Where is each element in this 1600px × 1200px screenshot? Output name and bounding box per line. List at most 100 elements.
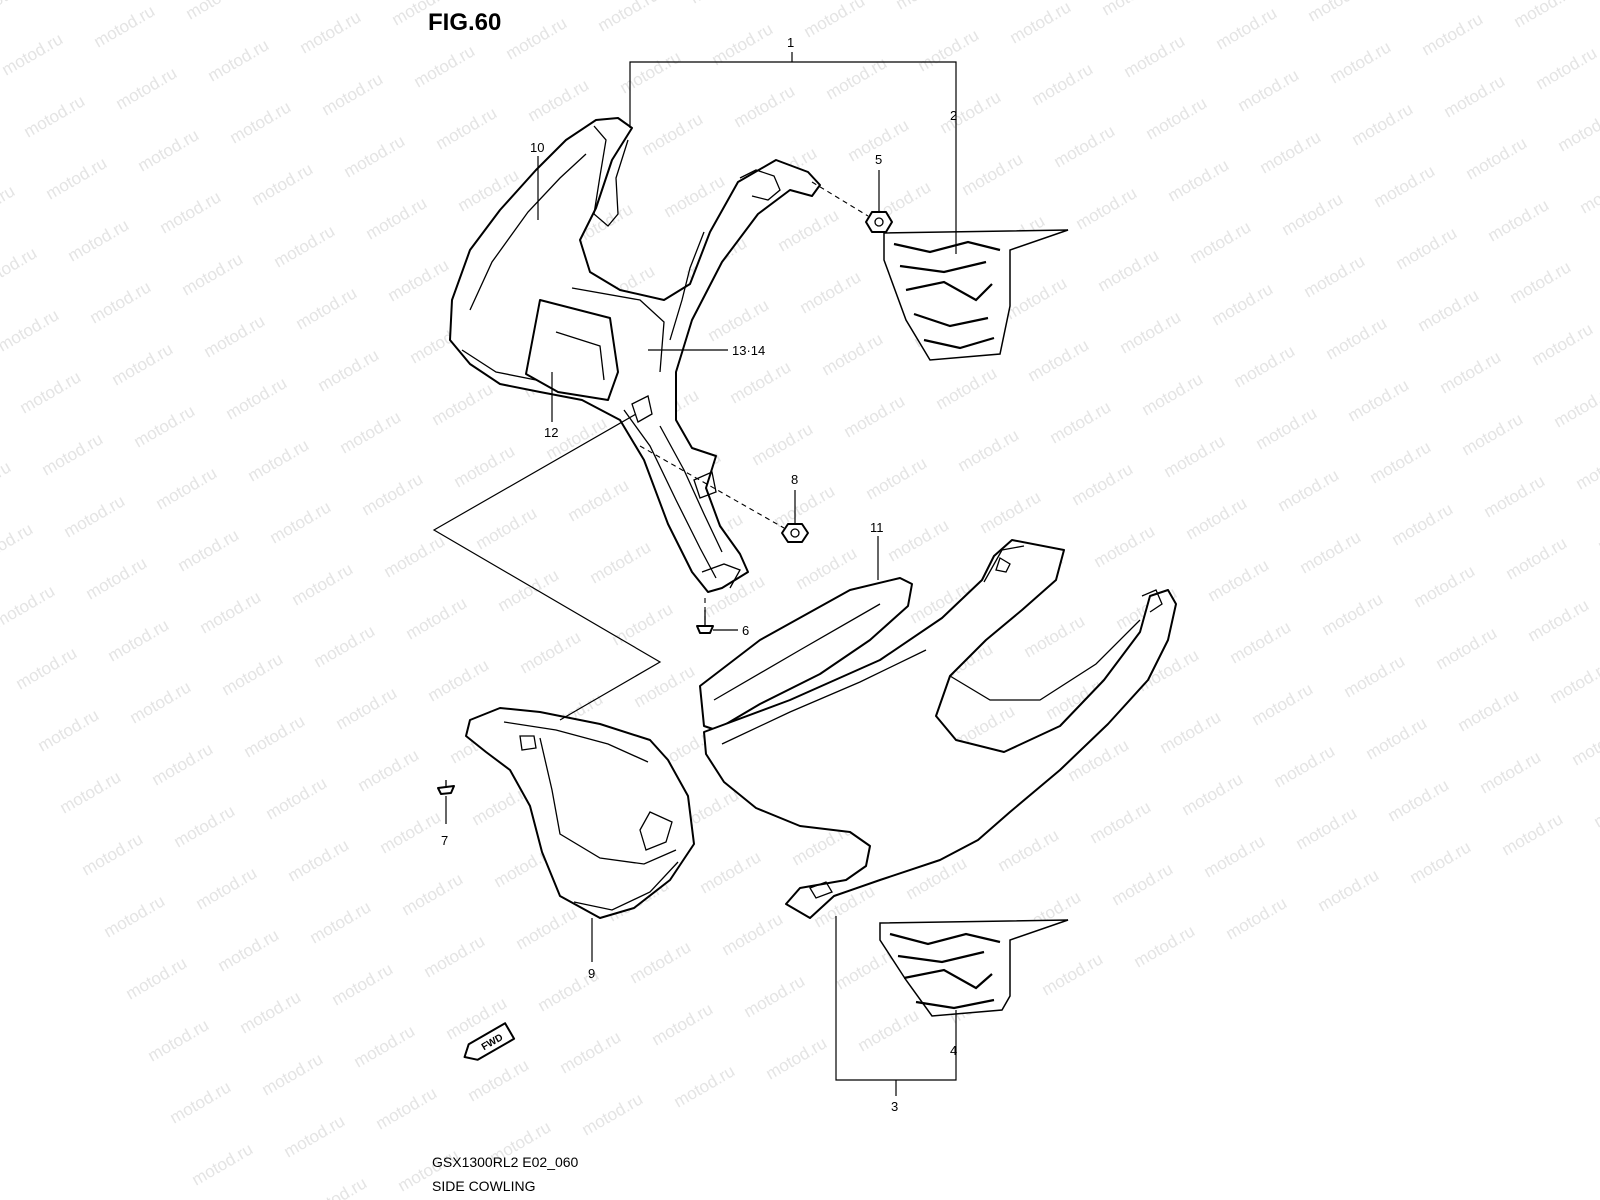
nut-8: [781, 523, 809, 543]
watermark-text: motod.ru: [1099, 0, 1167, 19]
watermark-text: motod.ru: [285, 835, 353, 885]
watermark-text: motod.ru: [315, 345, 383, 395]
watermark-text: motod.ru: [341, 131, 409, 181]
watermark-text: motod.ru: [0, 243, 40, 293]
lower-left-cowling: [465, 707, 695, 919]
watermark-text: motod.ru: [337, 407, 405, 457]
watermark-text: motod.ru: [503, 13, 571, 63]
watermark-text: motod.ru: [329, 959, 397, 1009]
watermark-text: motod.ru: [249, 159, 317, 209]
watermark-text: motod.ru: [1051, 121, 1119, 171]
watermark-text: motod.ru: [1407, 837, 1475, 887]
watermark-text: motod.ru: [227, 97, 295, 147]
watermark-text: motod.ru: [35, 705, 103, 755]
watermark-text: motod.ru: [1271, 741, 1339, 791]
watermark-text: motod.ru: [293, 283, 361, 333]
watermark-text: motod.ru: [995, 825, 1063, 875]
watermark-text: motod.ru: [79, 829, 147, 879]
watermark-text: motod.ru: [557, 1027, 625, 1077]
watermark-text: motod.ru: [135, 125, 203, 175]
watermark-text: motod.ru: [955, 425, 1023, 475]
watermark-text: motod.ru: [411, 41, 479, 91]
figure-title: FIG.60: [428, 9, 501, 36]
watermark-text: motod.ru: [1547, 657, 1600, 707]
watermark-text: motod.ru: [105, 615, 173, 665]
watermark-text: motod.ru: [1573, 443, 1600, 493]
callout-9: 9: [588, 966, 595, 981]
callout-7: 7: [441, 833, 448, 848]
watermark-text: motod.ru: [1025, 335, 1093, 385]
watermark-text: motod.ru: [1323, 313, 1391, 363]
watermark-text: motod.ru: [1201, 831, 1269, 881]
watermark-text: motod.ru: [595, 0, 663, 35]
watermark-text: motod.ru: [267, 497, 335, 547]
watermark-text: motod.ru: [0, 519, 36, 569]
watermark-text: motod.ru: [271, 221, 339, 271]
watermark-text: motod.ru: [893, 0, 961, 13]
watermark-text: motod.ru: [1507, 257, 1575, 307]
watermark-text: motod.ru: [1029, 59, 1097, 109]
watermark-text: motod.ru: [1533, 43, 1600, 93]
watermark-text: motod.ru: [307, 897, 375, 947]
watermark-text: motod.ru: [127, 677, 195, 727]
watermark-text: motod.ru: [1095, 245, 1163, 295]
watermark-text: motod.ru: [145, 1015, 213, 1065]
watermark-text: motod.ru: [113, 63, 181, 113]
watermark-text: motod.ru: [17, 367, 85, 417]
watermark-text: motod.ru: [0, 0, 44, 17]
watermark-text: motod.ru: [65, 215, 133, 265]
callout-13-14: 13·14: [732, 343, 765, 358]
watermark-text: motod.ru: [1415, 285, 1483, 335]
watermark-text: motod.ru: [1109, 859, 1177, 909]
watermark-text: motod.ru: [697, 847, 765, 897]
watermark-text: motod.ru: [1437, 347, 1505, 397]
watermark-text: motod.ru: [429, 379, 497, 429]
watermark-text: motod.ru: [801, 0, 869, 41]
watermark-text: motod.ru: [1039, 949, 1107, 999]
watermark-text: motod.ru: [1499, 809, 1567, 859]
watermark-text: motod.ru: [885, 515, 953, 565]
watermark-text: motod.ru: [0, 305, 62, 355]
watermark-text: motod.ru: [421, 931, 489, 981]
watermark-text: motod.ru: [631, 661, 699, 711]
watermark-text: motod.ru: [1595, 505, 1600, 555]
watermark-text: motod.ru: [1161, 431, 1229, 481]
watermark-text: motod.ru: [359, 469, 427, 519]
watermark-text: motod.ru: [823, 53, 891, 103]
watermark-text: motod.ru: [763, 1033, 831, 1083]
watermark-text: motod.ru: [525, 75, 593, 125]
watermark-text: motod.ru: [83, 553, 151, 603]
callout-8: 8: [791, 472, 798, 487]
watermark-text: motod.ru: [333, 683, 401, 733]
watermark-text: motod.ru: [1231, 341, 1299, 391]
watermark-text: motod.ru: [517, 627, 585, 677]
watermark-text: motod.ru: [915, 25, 983, 75]
callout-5: 5: [875, 152, 882, 167]
watermark-text: motod.ru: [183, 0, 251, 23]
watermark-text: motod.ru: [1073, 183, 1141, 233]
lower-decal: [879, 919, 1069, 1017]
watermark-text: motod.ru: [355, 745, 423, 795]
watermark-text: motod.ru: [1209, 279, 1277, 329]
watermark-text: motod.ru: [451, 441, 519, 491]
watermark-text: motod.ru: [311, 621, 379, 671]
watermark-text: motod.ru: [1411, 561, 1479, 611]
watermark-text: motod.ru: [855, 1005, 923, 1055]
watermark-text: motod.ru: [61, 491, 129, 541]
watermark-text: motod.ru: [1419, 9, 1487, 59]
watermark-text: motod.ru: [123, 953, 191, 1003]
callout-1: 1: [787, 35, 794, 50]
watermark-text: motod.ru: [1249, 679, 1317, 729]
watermark-text: motod.ru: [1551, 381, 1600, 431]
watermark-text: motod.ru: [1047, 397, 1115, 447]
watermark-text: motod.ru: [0, 581, 58, 631]
watermark-text: motod.ru: [205, 35, 273, 85]
watermark-text: motod.ru: [179, 249, 247, 299]
watermark-text: motod.ru: [1297, 527, 1365, 577]
watermark-text: motod.ru: [775, 205, 843, 255]
watermark-text: motod.ru: [289, 559, 357, 609]
watermark-text: motod.ru: [0, 29, 66, 79]
watermark-text: motod.ru: [425, 655, 493, 705]
rear-side-cowling: [699, 539, 1177, 919]
watermark-text: motod.ru: [399, 869, 467, 919]
